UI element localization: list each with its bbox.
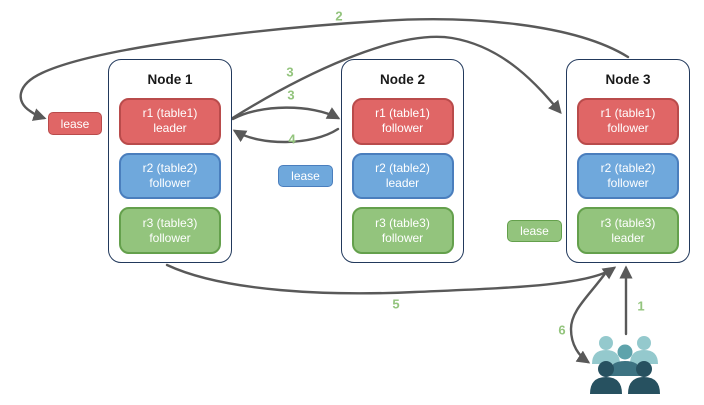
- step-label-1: 1: [637, 298, 645, 314]
- replica-name: r3 (table3): [142, 215, 198, 230]
- node-title: Node 1: [147, 72, 193, 87]
- replica-name: r1 (table1): [375, 106, 430, 121]
- replica-role: follower: [607, 176, 649, 190]
- replica-r1-node1: r1 (table1) leader: [119, 98, 221, 145]
- replica-r3-node2: r3 (table3) follower: [351, 207, 454, 255]
- step-label-6: 6: [558, 322, 566, 338]
- node-1-box: Node 1 r1 (table1) leader r2 (table2) fo…: [108, 59, 232, 263]
- users-group-icon: [590, 336, 660, 394]
- step-label-5: 5: [392, 296, 400, 312]
- replica-role: leader: [385, 176, 420, 190]
- replica-name: r2 (table2): [600, 161, 656, 175]
- replica-role: follower: [607, 121, 649, 136]
- replica-r1-node3: r1 (table1) follower: [577, 98, 679, 145]
- replica-role: leader: [611, 230, 645, 245]
- replica-name: r3 (table3): [600, 215, 656, 230]
- replica-role: follower: [149, 230, 191, 245]
- replica-r2-node2: r2 (table2) leader: [351, 152, 454, 200]
- replica-name: r1 (table1): [142, 106, 198, 121]
- node-title: Node 3: [605, 72, 651, 87]
- replica-name: r2 (table2): [375, 161, 430, 175]
- node-3-box: Node 3 r1 (table1) follower r2 (table2) …: [566, 59, 690, 263]
- arrow-step-4-ack-to-leader: [232, 127, 340, 144]
- replica-role: leader: [153, 121, 187, 136]
- step-label-3a: 3: [286, 64, 294, 80]
- replica-role: follower: [149, 176, 191, 190]
- step-label-4: 4: [288, 131, 296, 147]
- replica-r3-node1: r3 (table3) follower: [119, 207, 221, 255]
- step-label-3b: 3: [287, 87, 295, 103]
- step-label-2: 2: [335, 8, 343, 24]
- replica-name: r3 (table3): [375, 215, 430, 230]
- arrow-step-3-leader-to-node2: [231, 106, 341, 121]
- replica-r2-node1: r2 (table2) follower: [119, 152, 221, 200]
- lease-badge-table3: lease: [507, 220, 562, 242]
- replica-role: follower: [381, 121, 424, 136]
- node-title: Node 2: [379, 72, 425, 87]
- arrow-step-5-node1-to-node3: [165, 263, 617, 295]
- replica-r2-node3: r2 (table2) follower: [577, 152, 679, 200]
- replica-r3-node3: r3 (table3) leader: [577, 207, 679, 255]
- lease-badge-table2: lease: [278, 165, 333, 187]
- replica-name: r2 (table2): [142, 161, 198, 175]
- replica-name: r1 (table1): [600, 106, 656, 121]
- replica-r1-node2: r1 (table1) follower: [351, 98, 454, 145]
- lease-badge-table1: lease: [48, 112, 102, 135]
- replica-role: follower: [381, 230, 424, 245]
- node-2-box: Node 2 r1 (table1) follower r2 (table2) …: [341, 59, 464, 263]
